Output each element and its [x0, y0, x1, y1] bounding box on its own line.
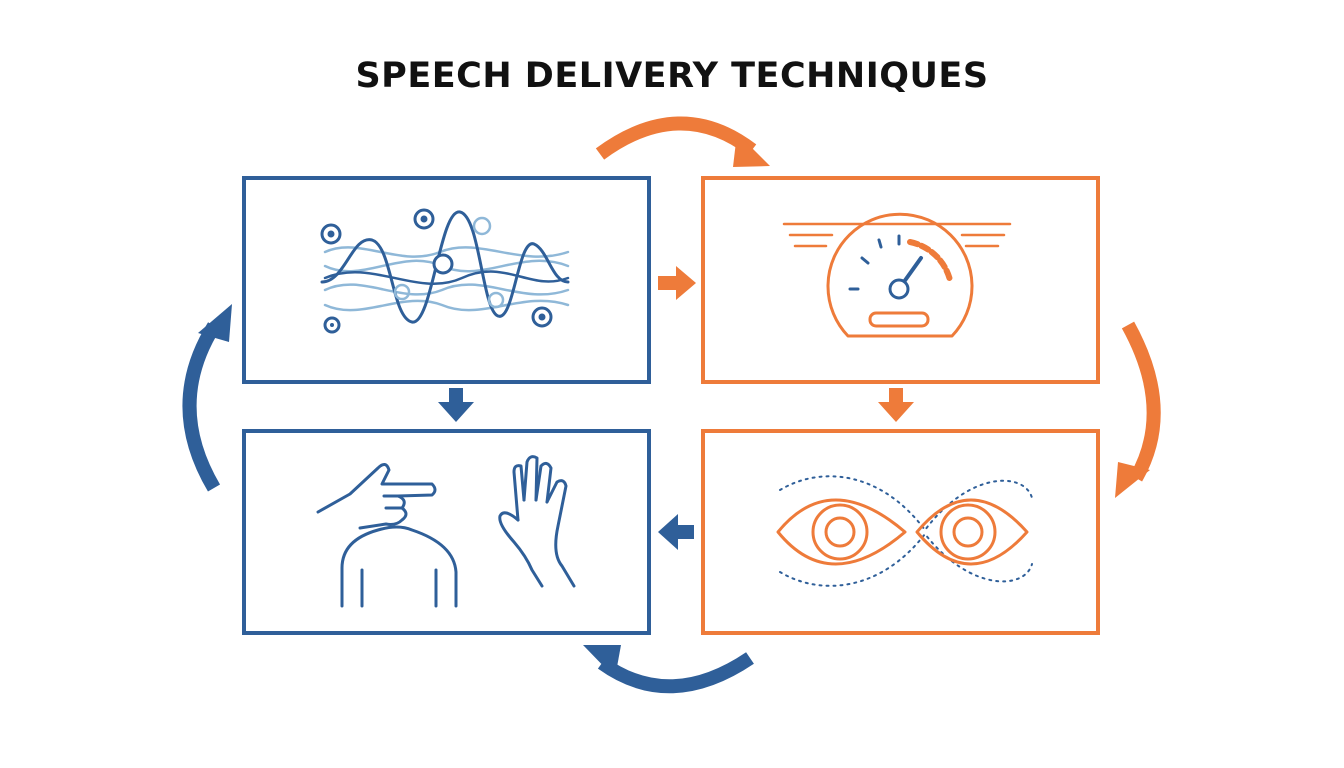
panel-bottom-left	[242, 429, 651, 635]
panel-bottom-right	[701, 429, 1100, 635]
connector-arrow-right	[658, 266, 696, 300]
cycle-arrow-left	[182, 304, 232, 492]
connector-arrow-left	[658, 514, 694, 550]
panel-top-left	[242, 176, 651, 384]
gesture-hands-icon	[316, 455, 576, 608]
connector-arrow-down-blue	[438, 388, 474, 422]
cycle-arrow-top	[595, 116, 770, 167]
cycle-arrow-bottom	[583, 645, 754, 694]
eyes-icon	[776, 475, 1033, 587]
connector-arrow-down-orange	[878, 388, 914, 422]
diagram-title: SPEECH DELIVERY TECHNIQUES	[355, 56, 989, 96]
cycle-arrow-right	[1115, 321, 1161, 498]
voice-wave-icon	[320, 208, 570, 334]
speedometer-icon	[782, 212, 1012, 338]
panel-top-right	[701, 176, 1100, 384]
